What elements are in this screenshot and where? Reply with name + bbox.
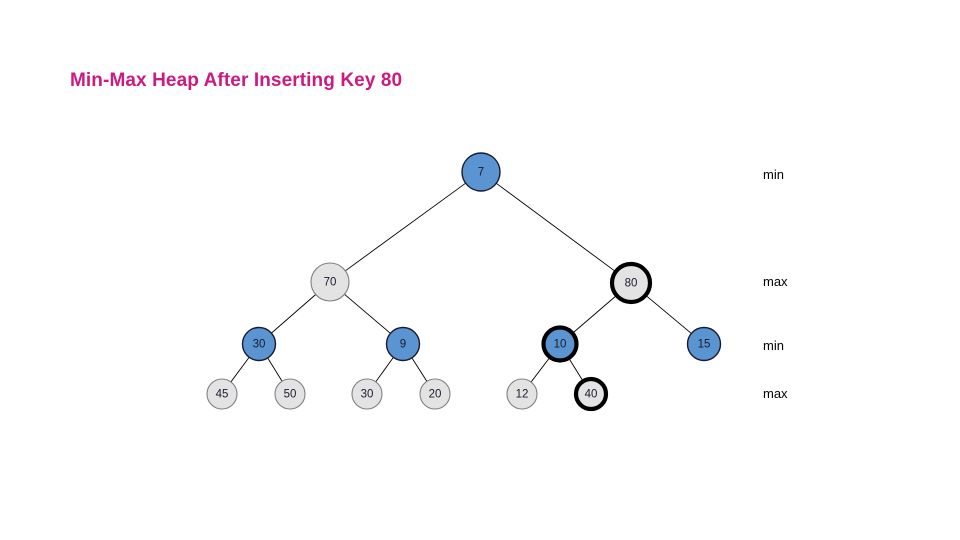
tree-edge — [375, 357, 394, 383]
node-value-label: 15 — [698, 339, 711, 351]
node-circle-highlighted[interactable] — [573, 376, 609, 412]
tree-edge — [568, 357, 584, 382]
tree-node[interactable]: 10 — [541, 325, 579, 363]
tree-node[interactable]: 50 — [274, 378, 306, 410]
tree-edge — [496, 182, 616, 273]
level-label-min: min — [763, 338, 784, 353]
page-title: Min-Max Heap After Inserting Key 80 — [70, 70, 403, 91]
node-circle[interactable] — [351, 378, 383, 410]
node-circle[interactable] — [241, 326, 277, 362]
node-value-label: 80 — [625, 278, 638, 290]
node-value-label: 40 — [585, 389, 598, 401]
tree-edge — [345, 182, 466, 272]
node-circle[interactable] — [506, 378, 538, 410]
node-value-label: 20 — [429, 389, 442, 401]
node-circle[interactable] — [206, 378, 238, 410]
node-value-label: 30 — [361, 389, 374, 401]
node-circle[interactable] — [274, 378, 306, 410]
level-label-max: max — [763, 386, 788, 401]
tree-node[interactable]: 30 — [351, 378, 383, 410]
tree-node[interactable]: 40 — [573, 376, 609, 412]
node-value-label: 70 — [324, 277, 337, 289]
node-value-label: 45 — [216, 389, 229, 401]
node-circle-highlighted[interactable] — [609, 261, 653, 305]
tree-edge — [645, 294, 692, 334]
level-label-min: min — [763, 167, 784, 182]
tree-node[interactable]: 12 — [506, 378, 538, 410]
node-circle[interactable] — [385, 326, 421, 362]
node-value-label: 50 — [284, 389, 297, 401]
node-circle[interactable] — [310, 262, 350, 302]
tree-node[interactable]: 45 — [206, 378, 238, 410]
tree-node[interactable]: 9 — [385, 326, 421, 362]
tree-nodes: 7 70 80 30 9 10 15 45 50 30 20 12 40 — [206, 152, 722, 412]
node-value-label: 10 — [554, 339, 567, 351]
node-value-label: 9 — [400, 339, 406, 351]
tree-node[interactable]: 15 — [686, 326, 722, 362]
node-circle-highlighted[interactable] — [541, 325, 579, 363]
tree-node[interactable]: 7 — [461, 152, 501, 192]
tree-edge — [530, 356, 551, 383]
tree-edge — [411, 357, 428, 382]
node-circle[interactable] — [686, 326, 722, 362]
tree-edge — [230, 356, 250, 383]
tree-edge — [572, 295, 617, 334]
level-label-max: max — [763, 274, 788, 289]
tree-node[interactable]: 80 — [609, 261, 653, 305]
tree-node[interactable]: 30 — [241, 326, 277, 362]
node-circle[interactable] — [419, 378, 451, 410]
tree-node[interactable]: 70 — [310, 262, 350, 302]
tree-edge — [267, 357, 283, 382]
tree-edge — [271, 294, 316, 334]
node-circle[interactable] — [461, 152, 501, 192]
tree-node[interactable]: 20 — [419, 378, 451, 410]
tree-edges — [230, 182, 692, 383]
node-value-label: 7 — [478, 167, 484, 179]
node-value-label: 12 — [516, 389, 529, 401]
tree-edge — [344, 293, 391, 334]
node-value-label: 30 — [253, 339, 266, 351]
